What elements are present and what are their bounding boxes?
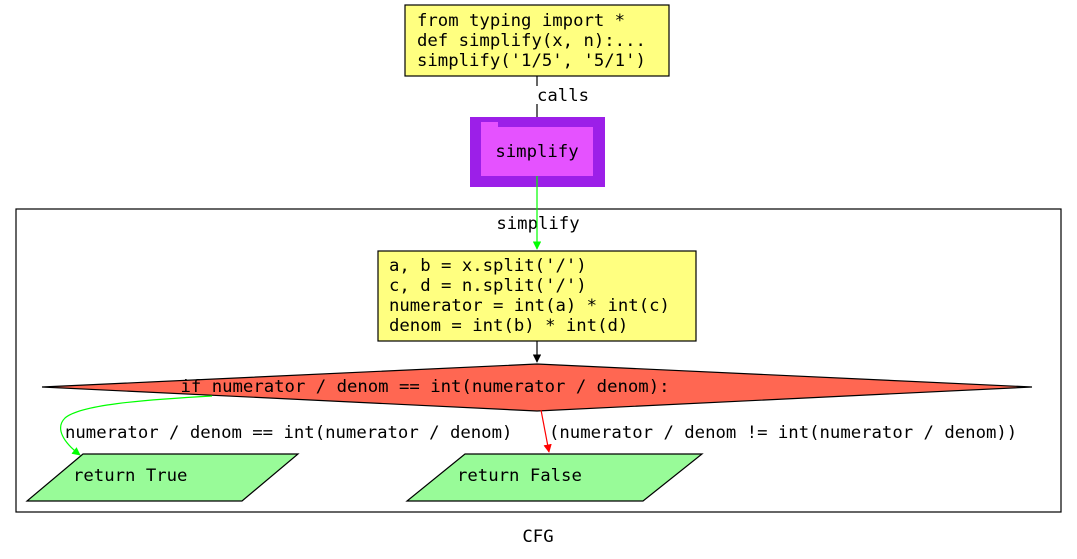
body-line: a, b = x.split('/')	[389, 256, 587, 276]
edge-calls: calls	[532, 76, 589, 128]
edge-label-false: (numerator / denom != int(numerator / de…	[549, 423, 1017, 443]
cluster-label: simplify	[496, 214, 579, 234]
entry-line: def simplify(x, n):...	[417, 31, 646, 51]
cluster-simplify: simplify	[15, 208, 1062, 513]
graph-title: CFG	[522, 527, 553, 547]
folder-icon	[481, 122, 593, 176]
function-node-label: simplify	[495, 142, 578, 162]
edge-label-true: numerator / denom == int(numerator / den…	[65, 423, 512, 443]
entry-line: from typing import *	[417, 11, 625, 31]
entry-node[interactable]: from typing import * def simplify(x, n):…	[404, 4, 670, 77]
body-line: c, d = n.split('/')	[389, 276, 587, 296]
return-true-node[interactable]: return True	[25, 453, 300, 502]
decision-label: if numerator / denom == int(numerator / …	[181, 377, 670, 397]
return-false-node[interactable]: return False	[405, 453, 704, 502]
return-true-label: return True	[73, 466, 187, 486]
function-node-simplify[interactable]: simplify	[470, 117, 605, 187]
edge-false: (numerator / denom != int(numerator / de…	[540, 409, 1017, 453]
edge-label-calls: calls	[537, 86, 589, 106]
body-line: denom = int(b) * int(d)	[389, 316, 628, 336]
return-false-label: return False	[457, 466, 582, 486]
body-node[interactable]: a, b = x.split('/') c, d = n.split('/') …	[377, 250, 697, 342]
edge-true: numerator / denom == int(numerator / den…	[60, 395, 512, 456]
body-line: numerator = int(a) * int(c)	[389, 296, 670, 316]
entry-line: simplify('1/5', '5/1')	[417, 51, 646, 71]
decision-node[interactable]: if numerator / denom == int(numerator / …	[41, 363, 1033, 412]
